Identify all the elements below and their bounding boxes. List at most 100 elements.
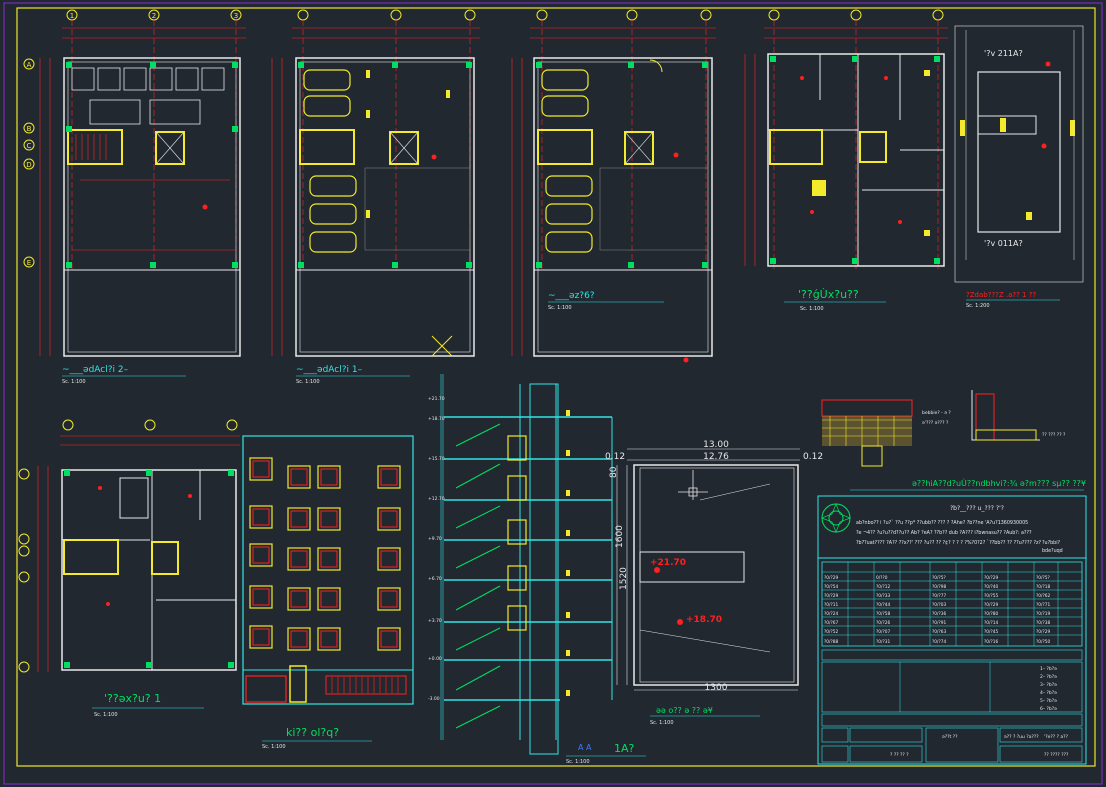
svg-text:+0.00: +0.00 <box>428 656 442 662</box>
svg-text:'?v 011A?: '?v 011A? <box>984 239 1023 248</box>
detail-label-1: bebbie? - ǝ ? <box>922 410 951 416</box>
roof-elev-upper: +21.70 <box>650 558 686 568</box>
legend-item-2: 2– ?b?ǝ <box>1040 674 1057 680</box>
svg-text:?0/?12: ?0/?12 <box>876 584 890 590</box>
svg-text:?0/?29: ?0/?29 <box>824 575 838 581</box>
titleblock-row-5: bde?uqd <box>1042 548 1063 554</box>
svg-text:+12.70: +12.70 <box>428 496 445 502</box>
roof-dim-side2: 1520 <box>619 567 629 590</box>
building-section[interactable]: +21.70+18.70+15.70+12.70+9.70+6.70+3.70+… <box>428 374 646 765</box>
legend-item-3: 3– ?b?ǝ <box>1040 682 1057 688</box>
svg-text:?0/?91: ?0/?91 <box>932 620 946 626</box>
svg-text:?0/?14: ?0/?14 <box>984 620 998 626</box>
svg-text:?0/?52: ?0/?52 <box>824 629 838 635</box>
plan-2-title: ~___ǝdAcl?i 1– <box>296 365 363 375</box>
svg-text:?0/?40: ?0/?40 <box>984 584 998 590</box>
front-elevation[interactable]: ki?? ol?q? Sc. 1:100 <box>242 435 414 750</box>
detail-caption: ǝ??hiA??d?uÙ??ndbhvi?:¾ ǝ?m??? sµ?? ??¥ <box>912 477 1086 488</box>
svg-text:?0/?18: ?0/?18 <box>1036 584 1050 590</box>
title-block[interactable]: ?b?__??? u_??? ?'? ab?nbo?? i ?u?` ??u ?… <box>817 495 1087 765</box>
svg-text:+15.70: +15.70 <box>428 456 445 462</box>
plan-1-scale: Sc. 1:100 <box>62 379 86 385</box>
drawing-frame <box>16 7 1096 767</box>
svg-text:?0/?19: ?0/?19 <box>1036 611 1050 617</box>
svg-text:E: E <box>27 259 31 267</box>
plan-basement-1[interactable]: ~___ǝdAcl?i 1– Sc. 1:100 <box>271 9 480 385</box>
svg-text:?0/?24: ?0/?24 <box>824 611 838 617</box>
section-scale: Sc. 1:100 <box>566 759 590 765</box>
titleblock-row-1: ab?nbo?? i ?u?` ??u ??p* ??ubb?? ??? ? ?… <box>856 520 1028 526</box>
svg-text:?0/?03: ?0/?03 <box>932 602 946 608</box>
svg-text:?0/?88: ?0/?88 <box>824 639 838 645</box>
roof-title: ǝǝ o?? ǝ ?? ǝ¥ <box>656 706 713 715</box>
roof-dim-small: 80 <box>609 466 619 478</box>
svg-text:?0/?29: ?0/?29 <box>824 593 838 599</box>
svg-text:?0/?31: ?0/?31 <box>876 639 890 645</box>
logo-seal <box>821 503 851 533</box>
roof-plan[interactable]: 13.00 12.76 0.12 0.12 +21.70 +18.70 80 1… <box>605 440 823 726</box>
plan-typical-floor[interactable]: '??ǵÙx?u?? Sc. 1:100 <box>744 9 948 312</box>
svg-text:?0/?67: ?0/?67 <box>824 620 838 626</box>
svg-text:3: 3 <box>234 12 238 20</box>
plan-5-title: ?Zdab???Z .a?? 1 ?? <box>966 291 1036 299</box>
svg-text:B: B <box>27 125 32 133</box>
construction-details[interactable]: bebbie? - ǝ ? ǝ'??? ǝ??? ? ?? ??? ?? ? ǝ… <box>821 390 1086 491</box>
grid-bubbles-top: 1 2 3 <box>66 9 242 21</box>
titleblock-row-2: ?e ¬4?? ?u?u??d??u?? Ab? ?eA? ??b?? dub … <box>856 530 1032 536</box>
svg-text:?0/?77: ?0/?77 <box>932 593 946 599</box>
svg-text:?0/?26: ?0/?26 <box>876 620 890 626</box>
plan-5-scale: Sc. 1:200 <box>966 303 990 309</box>
titleblock-footer-5: ? ?? ?? ? <box>890 752 909 758</box>
svg-text:?0/?55: ?0/?55 <box>984 593 998 599</box>
titleblock-row-3: ?b??uat???? ?A?? ??x??' ??? ?u?? ?? ?¢? … <box>856 540 1042 546</box>
elevation-scale: Sc. 1:100 <box>262 744 286 750</box>
svg-text:?0/?58: ?0/?58 <box>876 611 890 617</box>
titleblock-footer-2: ǝ??t ?? <box>942 734 958 740</box>
svg-text:?0/?5?: ?0/?5? <box>1036 575 1050 581</box>
svg-text:?0/?44: ?0/?44 <box>876 602 890 608</box>
plan-roof-small[interactable]: '?v 211A? '?v 011A? ?Zdab???Z .a?? 1 ?? … <box>954 25 1084 309</box>
svg-text:?0/?63: ?0/?63 <box>932 629 946 635</box>
titleblock-footer-1: '?e?? ? a?? <box>1044 734 1069 740</box>
svg-text:1: 1 <box>70 12 74 20</box>
car-symbols <box>303 69 357 253</box>
plan-4-scale: Sc. 1:100 <box>800 306 824 312</box>
svg-text:?0/?98: ?0/?98 <box>932 584 946 590</box>
svg-text:?0/?5?: ?0/?5? <box>932 575 946 581</box>
roof-dim-top: 13.00 <box>703 440 729 450</box>
plan-1-title: ~___ǝdAcl?i 2– <box>62 365 129 375</box>
svg-text:0/??0: 0/??0 <box>876 575 888 581</box>
svg-text:?0/?62: ?0/?62 <box>1036 593 1050 599</box>
svg-text:?0/?80: ?0/?80 <box>984 611 998 617</box>
svg-text:+3.70: +3.70 <box>428 618 442 624</box>
plan-3-scale: Sc. 1:100 <box>548 305 572 311</box>
roof-dim-inner: 12.76 <box>703 452 729 462</box>
detail-label-2: ǝ'??? ǝ??? ? <box>922 420 949 426</box>
svg-text:?0/?45: ?0/?45 <box>984 629 998 635</box>
roof-dim-side1: 1600 <box>615 525 625 548</box>
svg-text:+21.70: +21.70 <box>428 396 445 402</box>
svg-text:?0/?11: ?0/?11 <box>824 602 838 608</box>
svg-text:+18.70: +18.70 <box>428 416 445 422</box>
svg-text:?0/?16: ?0/?16 <box>984 639 998 645</box>
plan-lower-scale: Sc. 1:100 <box>94 712 118 718</box>
svg-text:?0/?38: ?0/?38 <box>1036 620 1050 626</box>
svg-text:?0/?71: ?0/?71 <box>1036 602 1050 608</box>
legend-item-4: 4– ?b?ǝ <box>1040 690 1057 696</box>
svg-text:A: A <box>27 61 32 69</box>
legend-item-5: 5– ?b?ǝ <box>1040 698 1057 704</box>
plan-4-title: '??ǵÙx?u?? <box>798 288 859 301</box>
svg-text:+9.70: +9.70 <box>428 536 442 542</box>
plan-lower-floor[interactable]: '??ǝx?u? 1 Sc. 1:100 <box>18 419 240 718</box>
svg-text:?0/?74: ?0/?74 <box>932 639 946 645</box>
roof-scale: Sc. 1:100 <box>650 720 674 726</box>
svg-text:D: D <box>26 161 31 169</box>
svg-text:?0/?33: ?0/?33 <box>876 593 890 599</box>
svg-text:?0/?07: ?0/?07 <box>876 629 890 635</box>
plan-basement-2[interactable]: 1 2 3 A <box>23 9 246 385</box>
plan-ground[interactable]: ~___ǝz?6? Sc. 1:100 <box>511 9 716 363</box>
plan-3-title: ~___ǝz?6? <box>548 291 595 301</box>
crosshair-cursor <box>678 470 708 500</box>
